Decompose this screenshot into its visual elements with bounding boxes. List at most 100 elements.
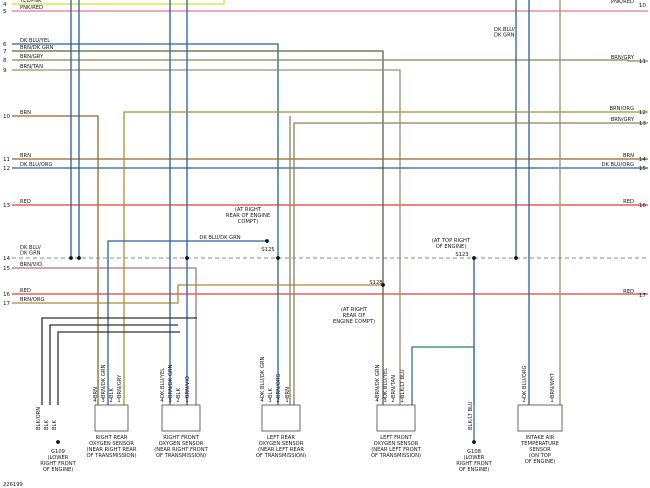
pin-number: 4 — [375, 398, 379, 404]
sensor-box — [376, 404, 416, 432]
brn-tan-wire — [12, 69, 401, 405]
yel-pnk-wire — [12, 0, 225, 5]
right-wire-label: DK BLU/ORG — [602, 162, 635, 168]
junction-dot — [276, 256, 280, 260]
left-wire-label: YEL/PNK — [19, 0, 42, 4]
pin-number: 2 — [391, 398, 394, 404]
right-wire-label: BRN/GRY — [611, 55, 635, 61]
right-wire-label: BRN/ORG — [610, 106, 635, 112]
left-wire-label: BRN/VIO — [20, 262, 42, 268]
left-row-number: 16 — [3, 292, 11, 298]
sensor-wire-label: BRN — [93, 387, 99, 398]
blk-ground-2 — [49, 324, 178, 405]
left-row-number: 13 — [3, 203, 11, 209]
sensor-wire-label: BLK — [268, 388, 274, 398]
splice-s125-dot — [265, 239, 269, 243]
sensor-wire-label: BRN/DK GRN — [101, 365, 107, 398]
left-row-number: 4 — [3, 2, 7, 8]
sensor-wire-label: BRN/VIO — [185, 376, 191, 398]
pin-number: 3 — [101, 398, 104, 404]
sensor-wire-label: DK BLU/YEL — [383, 368, 389, 398]
top-right-wire-label: DK BLU/DK GRN — [494, 27, 515, 39]
right-row-number: 13 — [639, 121, 647, 127]
brn-wire-10 — [12, 115, 99, 405]
right-row-number: 10 — [639, 3, 647, 9]
splice-s128-id: S128 — [369, 280, 382, 286]
pin-number: 1 — [185, 398, 188, 404]
pin-number: 3 — [383, 398, 386, 404]
junction-dot — [77, 256, 81, 260]
sensor-wire-label: DK BLU/DK GRN — [260, 357, 266, 398]
left-wire-label: RED — [20, 288, 31, 294]
sensor-wire-label: BRN — [285, 387, 291, 398]
figure-id: 226199 — [3, 482, 23, 488]
right-wire-label: RED — [623, 289, 634, 295]
right-wire-label: BRN — [623, 153, 634, 159]
left-row-number: 8 — [3, 58, 7, 64]
brn-org-return — [123, 111, 648, 405]
pin-number: 4 — [260, 398, 264, 404]
junction-dot — [514, 256, 518, 260]
sensor-box — [261, 404, 301, 432]
sensor-wire-label: BLK — [176, 388, 182, 398]
left-row-number: 12 — [3, 166, 10, 172]
pin-number: 2 — [522, 398, 525, 404]
junction-layer — [56, 239, 518, 444]
ground-g109-dot — [56, 440, 60, 444]
ground-wire-label: BLK/LT BLU — [468, 401, 474, 430]
left-wire-label: BRN/GRY — [20, 54, 44, 60]
right-row-number: 15 — [639, 166, 647, 172]
blk-ground-3 — [57, 331, 180, 405]
pin-number: 3 — [268, 398, 271, 404]
sensor-box — [517, 404, 563, 432]
left-wire-label: BRN/ORG — [20, 297, 45, 303]
brn-gry-wire — [12, 59, 648, 62]
wire-layer — [12, 0, 648, 440]
ground-wire-label: BLK/ORN — [36, 407, 42, 430]
sensor-wire-label: BLK/LT BLU — [400, 369, 406, 398]
right-wire-label: BRN/GRY — [611, 117, 635, 123]
sensor-wire-label: BRN/DK GRN — [375, 365, 381, 398]
right-wire-label: PNK/RED — [611, 0, 634, 5]
left-wire-label: BRN/TAN — [20, 64, 43, 70]
junction-dot — [472, 256, 476, 260]
left-row-number: 11 — [3, 157, 11, 163]
ground-g108-dot — [472, 440, 476, 444]
sensor-wire-label: BRN/ORG — [276, 374, 282, 399]
sensor-wire-label: BRN/DK GRN — [168, 365, 174, 398]
left-row-number: 9 — [3, 68, 7, 74]
brn-org-wire — [12, 284, 383, 304]
ground-wire-label: BLK — [44, 420, 50, 430]
left-wire-label: DK BLU/DK GRN — [20, 245, 41, 257]
pin-number: 1 — [550, 398, 553, 404]
sensor-wire-label: BRN/TAN — [391, 375, 397, 398]
sensor-wire-label: DK BLU/ORG — [522, 366, 528, 399]
left-wire-label: DK BLU/ORG — [20, 162, 53, 168]
left-wire-label: DK BLU/YEL — [20, 38, 50, 44]
brn-gry-return — [293, 122, 648, 405]
pin-number: 2 — [109, 398, 112, 404]
pin-number: 2 — [176, 398, 179, 404]
splice-s125-id: S125 — [261, 247, 274, 253]
sensor-wire-label: BRN/WHT — [550, 372, 556, 398]
sensor-wire-label: BLK — [109, 388, 115, 398]
blk-ground-1 — [41, 317, 197, 405]
pin-number: 1 — [117, 398, 120, 404]
left-row-number: 17 — [3, 301, 11, 307]
pin-number: 1 — [400, 398, 403, 404]
left-row-number: 5 — [3, 9, 7, 15]
junction-dot — [69, 256, 73, 260]
left-wire-label: PNK/RED — [20, 5, 43, 11]
left-row-number: 6 — [3, 42, 7, 48]
right-row-number: 12 — [639, 110, 646, 116]
brn-dk-grn-wire — [12, 50, 384, 405]
